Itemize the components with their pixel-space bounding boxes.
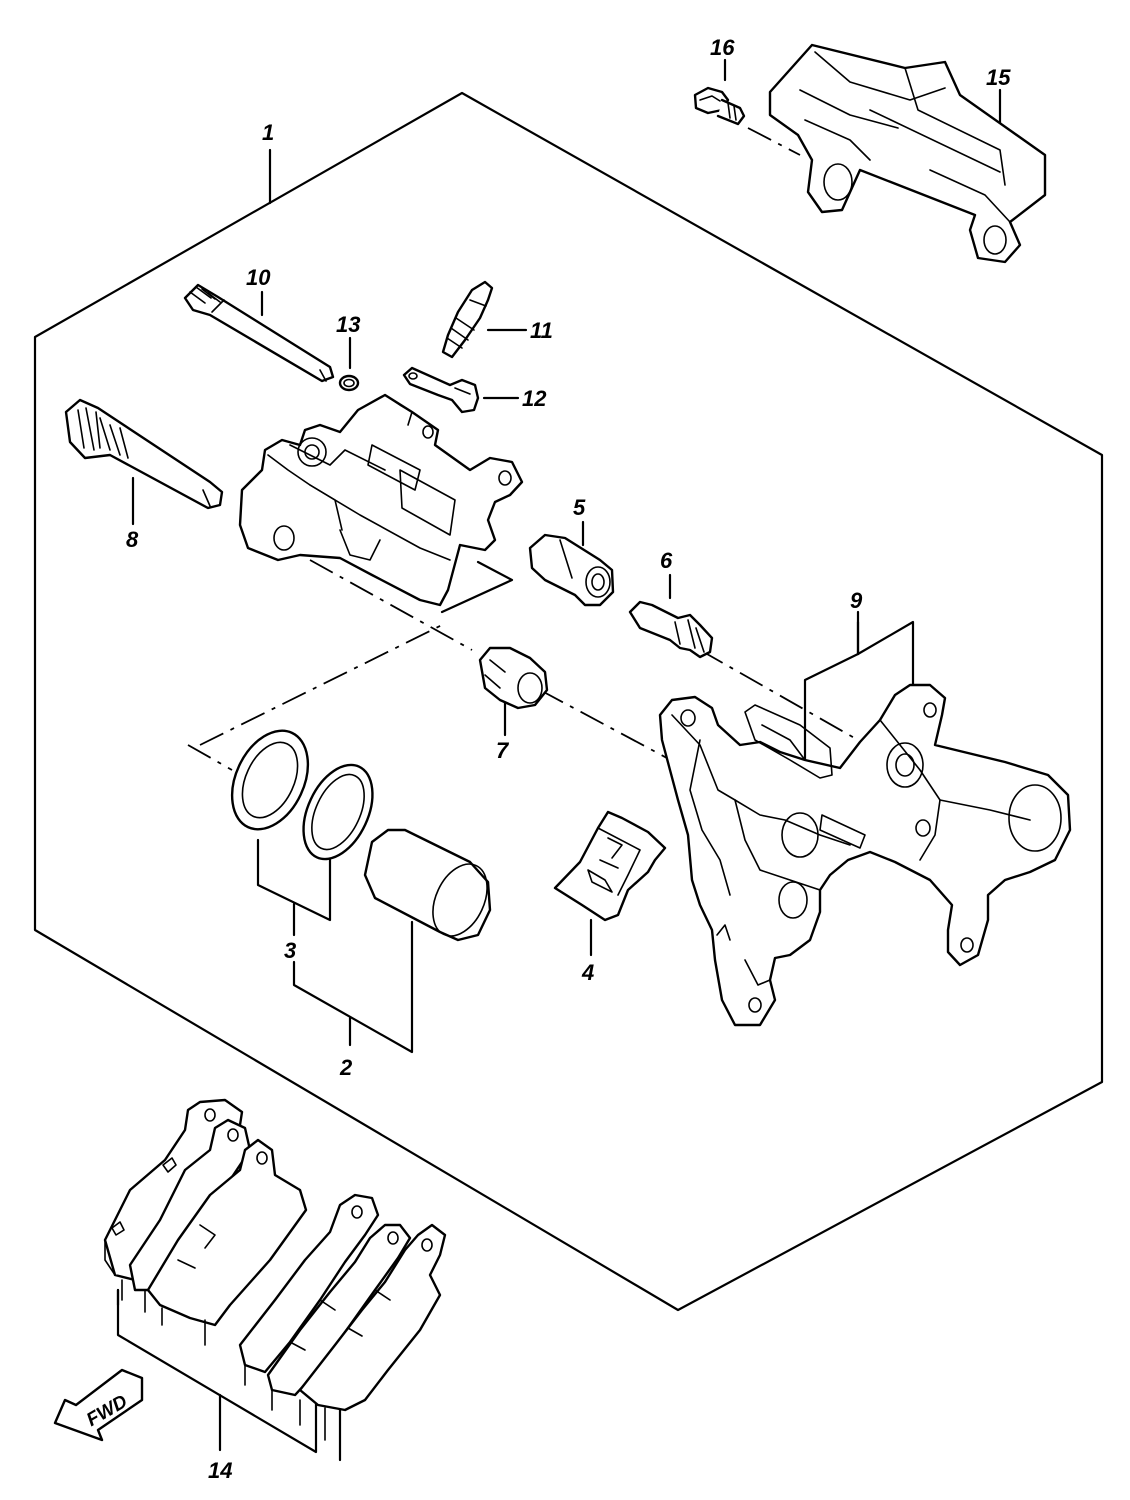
label-part-6: 6 <box>660 548 673 573</box>
bolt-part-16 <box>693 86 746 126</box>
label-part-15: 15 <box>986 65 1011 90</box>
caliper-holder-part-9 <box>658 683 1072 1027</box>
center-lines <box>187 127 873 771</box>
boot-part-7 <box>478 646 549 710</box>
label-part-12: 12 <box>522 386 547 411</box>
bleeder-screw-part-11 <box>441 280 494 359</box>
label-part-11: 11 <box>530 318 553 343</box>
label-part-10: 10 <box>246 265 271 290</box>
caliper-bracket-part-15 <box>768 43 1047 264</box>
caliper-body <box>238 393 524 607</box>
piston-seals-part-3 <box>230 729 374 861</box>
label-part-5: 5 <box>573 495 586 520</box>
piston-part-2 <box>363 828 492 942</box>
label-part-3: 3 <box>284 938 296 963</box>
brake-pads-part-14 <box>103 1098 447 1441</box>
label-part-4: 4 <box>581 960 594 985</box>
label-part-14: 14 <box>208 1458 232 1483</box>
label-part-1: 1 <box>262 120 274 145</box>
label-part-2: 2 <box>339 1055 353 1080</box>
pin-part-10 <box>183 283 335 383</box>
sleeve-part-5 <box>528 533 615 607</box>
cap-part-12 <box>402 366 480 414</box>
pin-part-6 <box>628 600 714 659</box>
label-part-16: 16 <box>710 35 735 60</box>
label-part-8: 8 <box>126 527 139 552</box>
label-part-9: 9 <box>850 588 863 613</box>
o-ring-part-13 <box>338 374 360 392</box>
leader-lines <box>116 58 1002 1462</box>
fwd-arrow: FWD <box>53 1368 144 1442</box>
pad-spring-part-4 <box>553 810 667 922</box>
pin-part-8 <box>64 398 224 510</box>
label-part-13: 13 <box>336 312 360 337</box>
label-part-7: 7 <box>496 738 510 763</box>
part-labels: 1 2 3 4 5 6 7 8 9 10 11 12 13 14 15 16 <box>126 35 1011 1483</box>
assembly-outline <box>33 91 1104 1312</box>
